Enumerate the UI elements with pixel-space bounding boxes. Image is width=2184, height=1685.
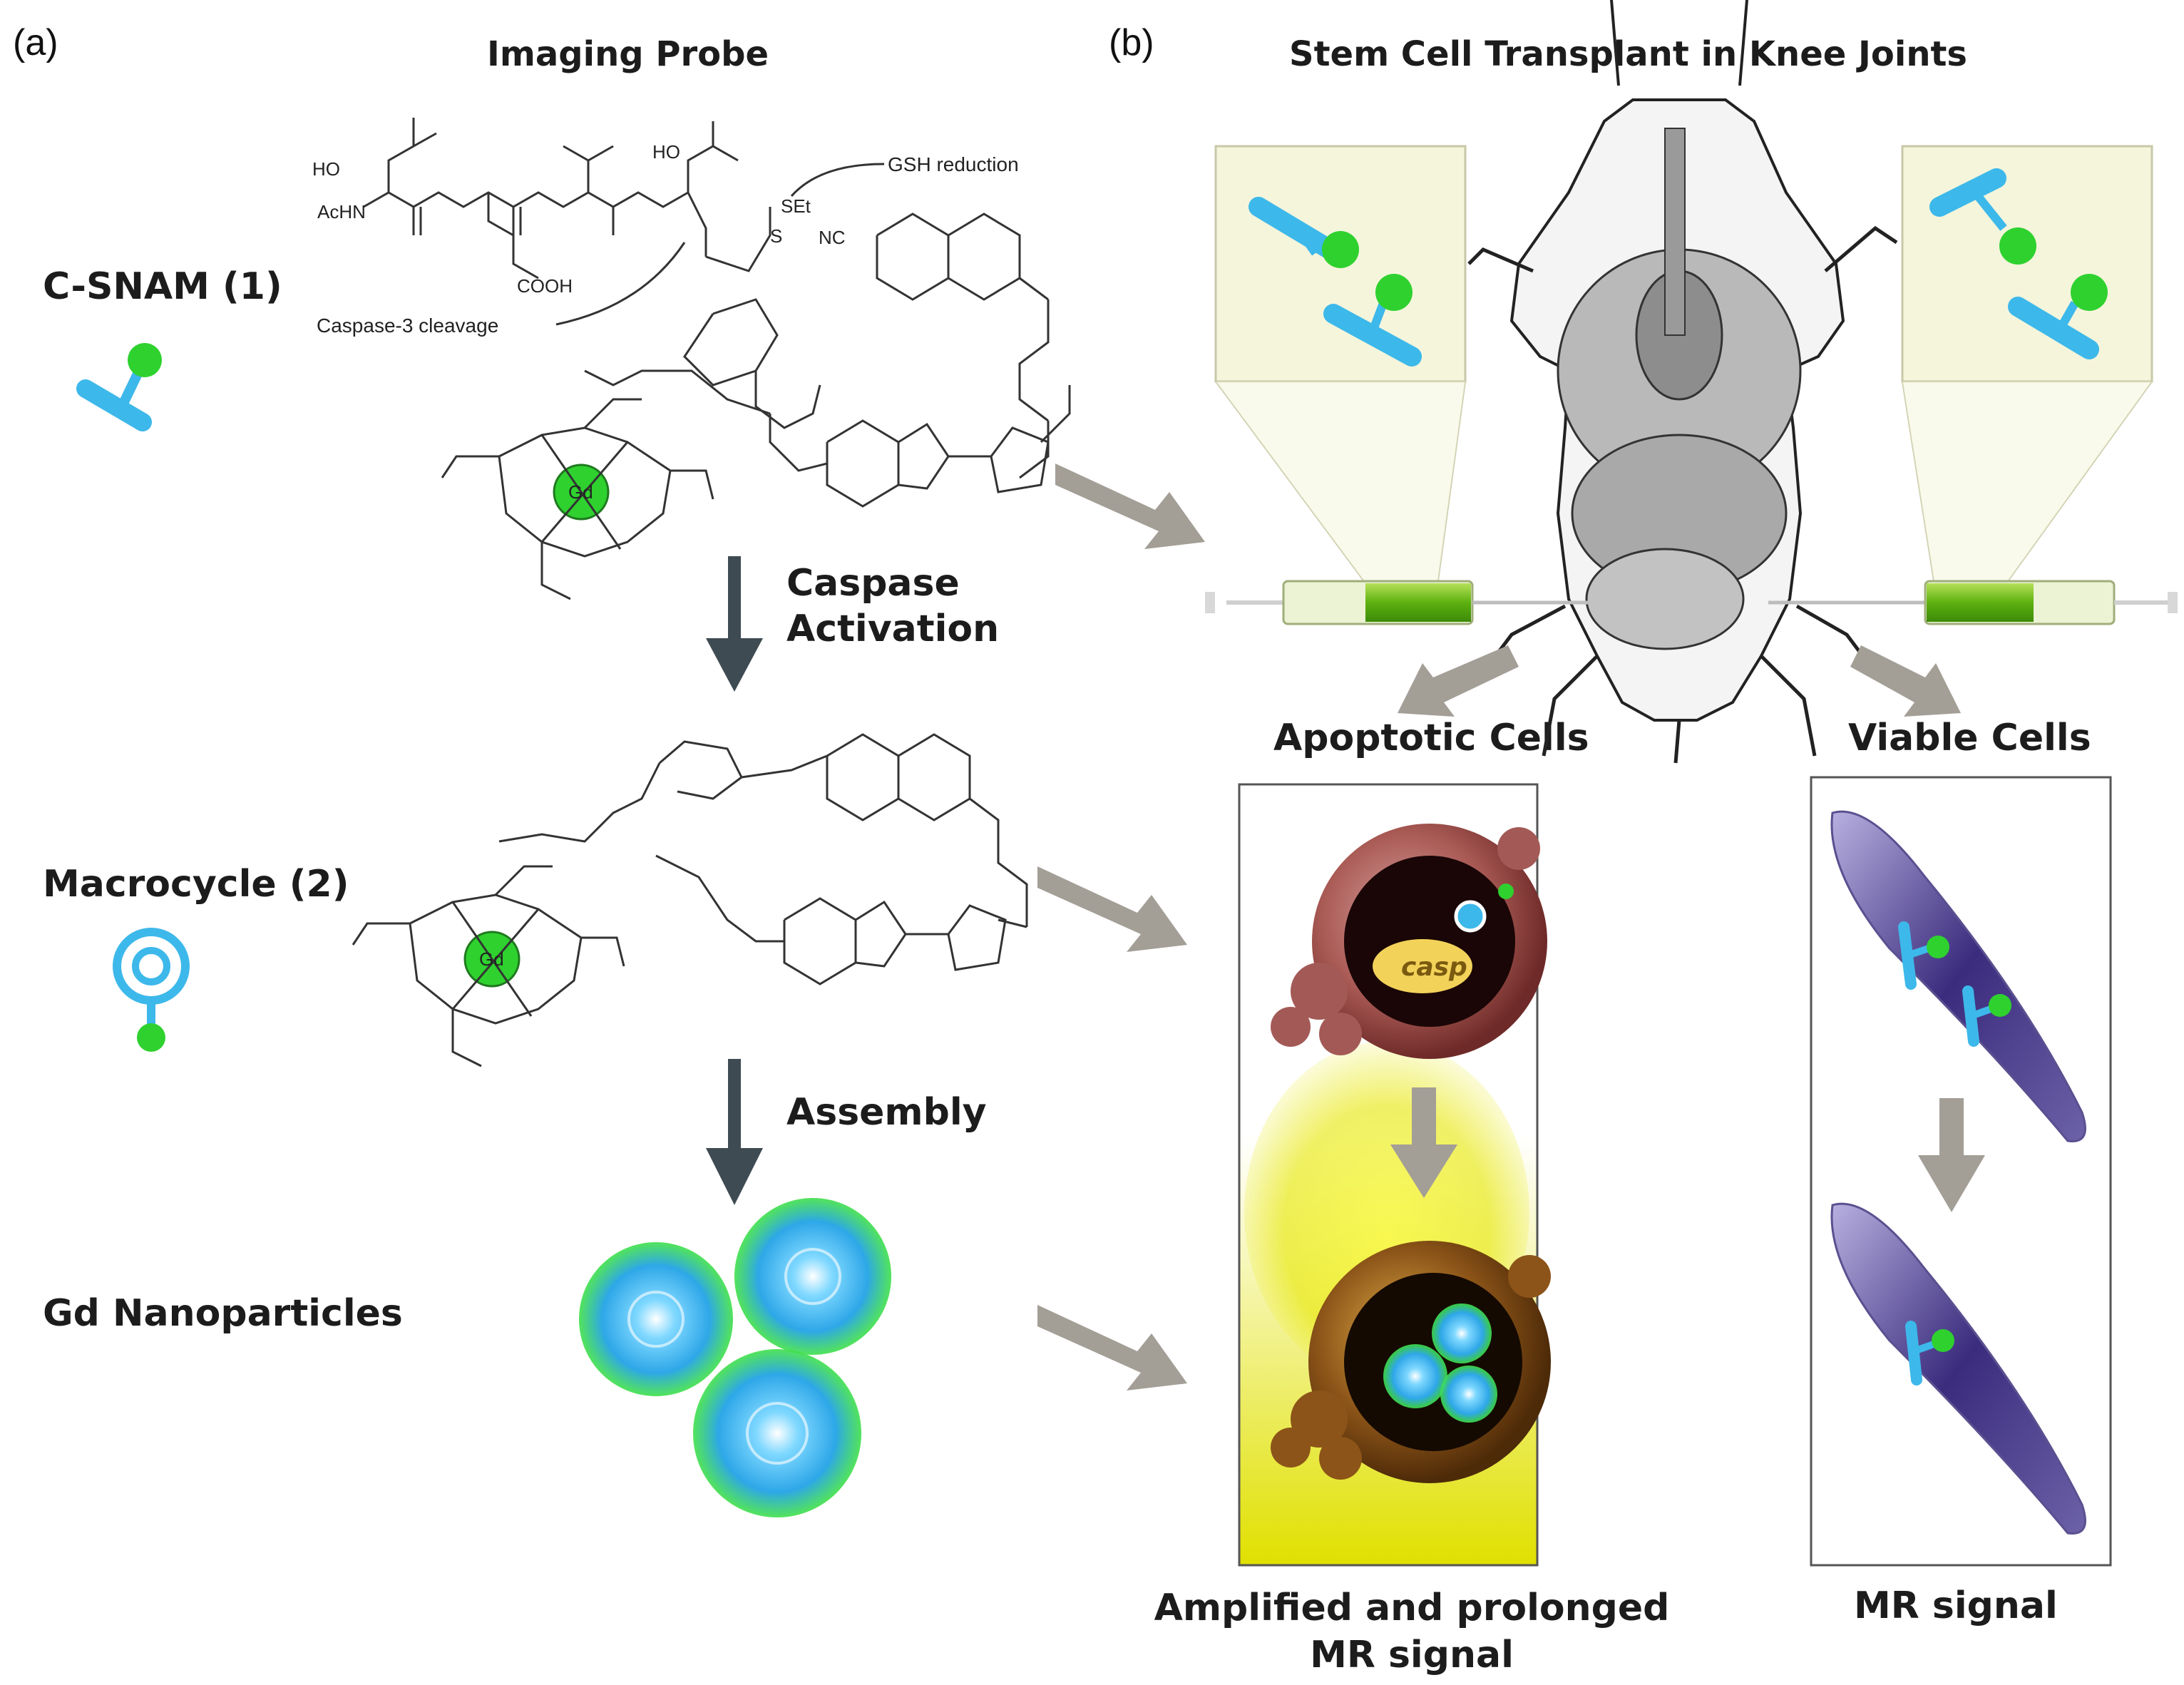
arrow-probe-to-transplant — [1055, 463, 1205, 549]
imaging-probe-heading: Imaging Probe — [487, 34, 769, 74]
mr-signal-label: MR signal — [1854, 1584, 2058, 1627]
arrow-macrocycle-to-cell — [1037, 866, 1187, 952]
apoptotic-cells-label: Apoptotic Cells — [1273, 717, 1589, 759]
transplant-heading: Stem Cell Transplant in Knee Joints — [1289, 34, 1967, 74]
left-syringe — [1205, 580, 1590, 625]
casp-label: casp — [1401, 953, 1467, 982]
macrocycle-label: Macrocycle (2) — [43, 863, 349, 906]
apoptotic-cells-panel: casp — [1238, 783, 1551, 1567]
cooh-label: COOH — [517, 275, 573, 297]
caspase-activation-arrow — [706, 556, 763, 692]
ho-label-2: HO — [652, 141, 680, 163]
panel-b-label: (b) — [1109, 22, 1154, 63]
gd-nanoparticles-label: Gd Nanoparticles — [43, 1292, 403, 1335]
assembly-arrow — [706, 1059, 763, 1205]
amplified-mr-signal-label: Amplified and prolonged MR signal — [1154, 1587, 1670, 1676]
macrocycle-icon — [113, 928, 190, 1052]
gd-label-2: Gd — [479, 948, 504, 970]
mouse-anatomy-illustration — [1467, 0, 1898, 764]
panel-a-label: (a) — [13, 22, 58, 63]
arrow-nanoparticle-to-cell — [1037, 1305, 1187, 1390]
c-snam-icon — [76, 343, 162, 431]
achn-label: AcHN — [317, 201, 366, 222]
set-label: SEt — [781, 195, 811, 217]
assembly-label: Assembly — [786, 1091, 987, 1134]
c-snam-structure — [363, 118, 1071, 600]
right-probe-inset — [1901, 145, 2153, 618]
gd-label-1: Gd — [568, 481, 593, 503]
macrocycle-structure — [352, 733, 1028, 1067]
caspase-activation-label: Caspase Activation — [786, 562, 1000, 650]
c-snam-label: C-SNAM (1) — [43, 265, 282, 308]
arrow-to-apoptotic — [1398, 645, 1519, 717]
caspase-3-cleavage-note: Caspase-3 cleavage — [317, 314, 498, 337]
viable-cells-panel — [1810, 776, 2112, 1567]
gd-nanoparticle-cluster — [579, 1198, 891, 1517]
right-syringe — [1768, 580, 2178, 625]
s-label: S — [770, 225, 782, 247]
gsh-reduction-note: GSH reduction — [888, 153, 1019, 175]
viable-cells-label: Viable Cells — [1848, 717, 2091, 759]
arrow-to-viable — [1850, 645, 1961, 717]
nc-label: NC — [819, 227, 846, 248]
ho-label-1: HO — [312, 158, 340, 180]
left-probe-inset — [1214, 145, 1467, 618]
